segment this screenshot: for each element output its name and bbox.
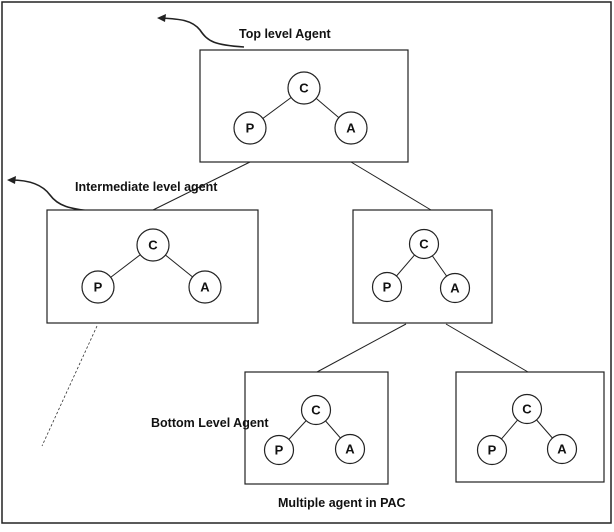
abstraction-node-label: A: [346, 121, 356, 136]
agent-bottom-4: C P A: [244, 371, 389, 485]
agent-box: [352, 209, 493, 324]
control-node-label: C: [148, 238, 158, 253]
diagram-caption: Multiple agent in PAC: [278, 496, 406, 510]
intermediate-label-arrow: [10, 179, 93, 212]
outer-frame: [1, 1, 612, 524]
abstraction-node-label: A: [450, 281, 460, 296]
agent-intermediate-3: C P A: [352, 209, 493, 324]
agent-bottom-5: C P A: [455, 371, 605, 483]
abstraction-node: [546, 433, 578, 465]
control-node: [287, 71, 321, 105]
connector-top-to-left: [152, 161, 251, 211]
control-node: [136, 228, 170, 262]
abstraction-node: [334, 111, 368, 145]
abstraction-node-label: A: [345, 442, 355, 457]
presentation-node: [81, 270, 115, 304]
agent-box: [455, 371, 605, 483]
agent-top-1: C P A: [199, 49, 409, 163]
control-node-label: C: [311, 403, 321, 418]
control-node-label: C: [299, 81, 309, 96]
presentation-node: [263, 434, 295, 466]
control-node: [300, 394, 332, 426]
intermediate-level-label: Intermediate level agent: [75, 180, 218, 194]
intermediate-label-arrowhead: [7, 176, 16, 184]
agent-box: [199, 49, 409, 163]
presentation-node-label: P: [275, 443, 284, 458]
presentation-node: [371, 271, 403, 303]
presentation-node-label: P: [246, 121, 255, 136]
connector-right-to-bottom-right: [445, 323, 529, 373]
abstraction-node: [188, 270, 222, 304]
presentation-node-label: P: [488, 443, 497, 458]
abstraction-node: [334, 433, 366, 465]
presentation-node-label: P: [94, 280, 103, 295]
control-node-label: C: [522, 402, 532, 417]
agent-intermediate-2: C P A: [46, 209, 259, 324]
abstraction-node-label: A: [557, 442, 567, 457]
presentation-node-label: P: [383, 280, 392, 295]
dotted-extension: [41, 325, 98, 447]
connector-top-to-right: [350, 161, 432, 211]
abstraction-node-label: A: [200, 280, 210, 295]
bottom-level-label: Bottom Level Agent: [151, 416, 269, 430]
agents-layer: C P A C P A C P A C P A C P A: [46, 49, 605, 485]
top-label-arrow: [160, 17, 245, 48]
agent-box: [244, 371, 389, 485]
agent-box: [46, 209, 259, 324]
top-level-label: Top level Agent: [239, 27, 332, 41]
presentation-node: [476, 434, 508, 466]
control-node: [408, 228, 440, 260]
connector-right-to-bottom-left: [316, 323, 407, 373]
control-node-label: C: [419, 237, 429, 252]
abstraction-node: [439, 272, 471, 304]
presentation-node: [233, 111, 267, 145]
top-label-arrowhead: [157, 14, 166, 22]
control-node: [511, 393, 543, 425]
